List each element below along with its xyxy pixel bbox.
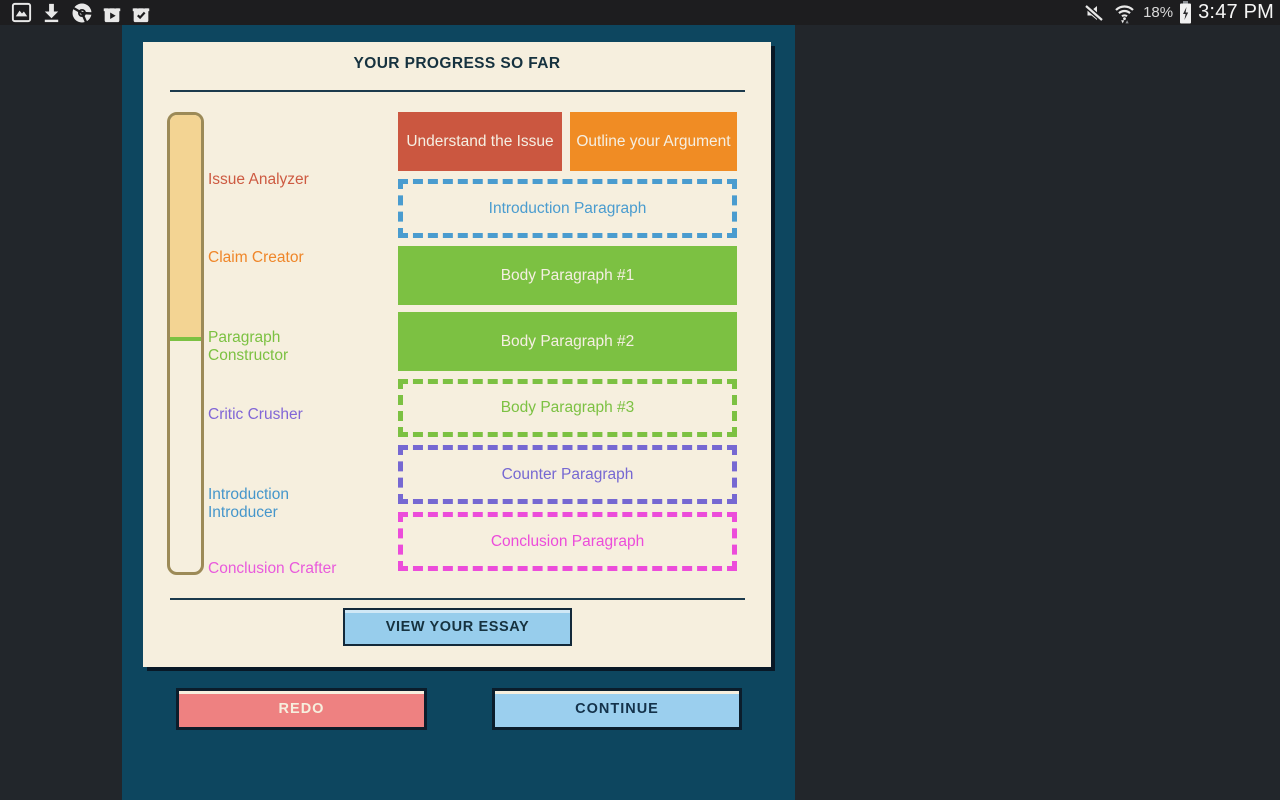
play-store-check-icon bbox=[132, 3, 150, 22]
progress-marker bbox=[170, 336, 201, 341]
mute-icon bbox=[1084, 3, 1104, 22]
tool-label-critic-crusher: Critic Crusher bbox=[208, 406, 303, 423]
battery-percent: 18% bbox=[1143, 4, 1174, 21]
wifi-icon bbox=[1115, 4, 1134, 23]
view-your-essay-button[interactable]: VIEW YOUR ESSAY bbox=[343, 608, 572, 646]
step-body-paragraph-1[interactable]: Body Paragraph #1 bbox=[398, 246, 737, 305]
divider-top bbox=[170, 90, 745, 92]
step-conclusion-paragraph[interactable]: Conclusion Paragraph bbox=[398, 512, 737, 571]
gallery-icon bbox=[11, 2, 32, 23]
step-counter-paragraph[interactable]: Counter Paragraph bbox=[398, 445, 737, 504]
chrome-icon bbox=[72, 3, 92, 22]
status-bar: 18% 3:47 PM bbox=[0, 0, 1280, 25]
redo-button[interactable]: REDO bbox=[176, 688, 427, 730]
system-status-cluster: 18% 3:47 PM bbox=[1082, 1, 1274, 25]
progress-track bbox=[167, 112, 204, 575]
notification-icons bbox=[6, 1, 152, 25]
step-understand-the-issue[interactable]: Understand the Issue bbox=[398, 112, 562, 171]
step-body-paragraph-2[interactable]: Body Paragraph #2 bbox=[398, 312, 737, 371]
page-title: YOUR PROGRESS SO FAR bbox=[353, 55, 561, 72]
divider-bottom bbox=[170, 598, 745, 600]
tool-label-conclusion-crafter: Conclusion Crafter bbox=[208, 560, 337, 577]
play-store-icon bbox=[103, 3, 121, 22]
clock: 3:47 PM bbox=[1198, 1, 1274, 23]
battery-charging-icon bbox=[1180, 1, 1192, 24]
download-icon bbox=[44, 3, 59, 23]
progress-fill bbox=[170, 115, 201, 341]
step-introduction-paragraph[interactable]: Introduction Paragraph bbox=[398, 179, 737, 238]
progress-card: YOUR PROGRESS SO FAR Issue Analyzer Clai… bbox=[143, 42, 771, 667]
step-body-paragraph-3[interactable]: Body Paragraph #3 bbox=[398, 379, 737, 437]
step-outline-your-argument[interactable]: Outline your Argument bbox=[570, 112, 737, 171]
tool-label-paragraph-constructor: Paragraph Constructor bbox=[208, 329, 289, 364]
continue-button[interactable]: CONTINUE bbox=[492, 688, 742, 730]
tool-label-claim-creator: Claim Creator bbox=[208, 249, 304, 266]
tool-label-introduction-introducer: Introduction Introducer bbox=[208, 486, 289, 521]
tool-label-issue-analyzer: Issue Analyzer bbox=[208, 171, 309, 188]
